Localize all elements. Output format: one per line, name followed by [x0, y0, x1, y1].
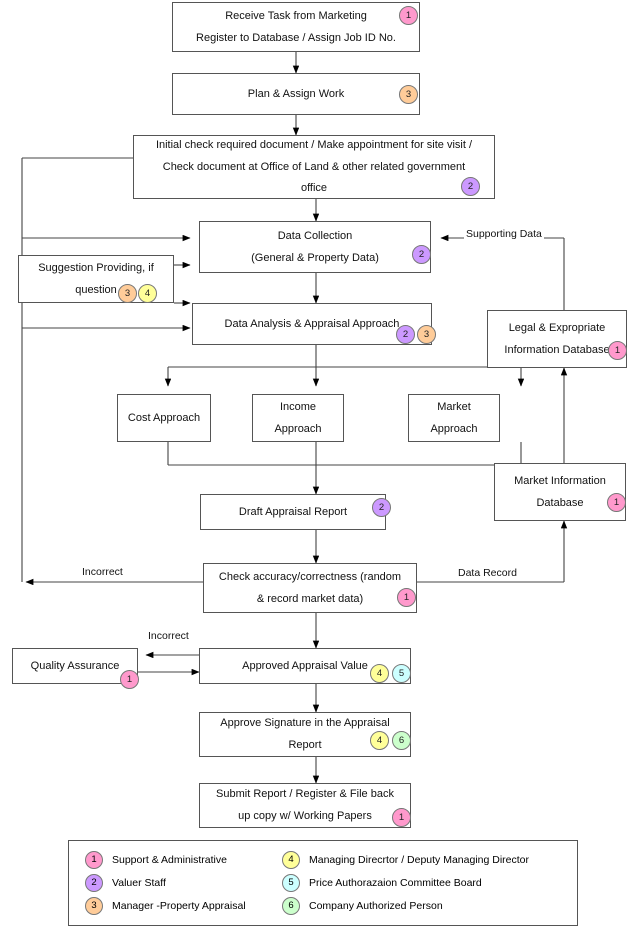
- node-line: Market: [437, 400, 471, 413]
- node-line: Cost Approach: [127, 411, 201, 424]
- edge-label-incorrect-check: Incorrect: [80, 566, 125, 578]
- badge-4: 4: [370, 731, 389, 750]
- node-quality-assurance[interactable]: Quality Assurance: [12, 648, 138, 684]
- node-line: Check document at Office of Land & other…: [162, 160, 466, 173]
- legend-badge-4: 4: [282, 851, 300, 869]
- node-draft-appraisal-report[interactable]: Draft Appraisal Report: [200, 494, 386, 530]
- edge-label-incorrect-qa: Incorrect: [146, 630, 191, 642]
- node-line: (General & Property Data): [251, 251, 379, 264]
- node-line: Data Collection: [277, 229, 353, 242]
- node-line: Approve Signature in the Appraisal: [220, 717, 390, 730]
- badge-3: 3: [399, 85, 418, 104]
- badge-2: 2: [461, 177, 480, 196]
- node-line: Check accuracy/correctness (random: [218, 570, 402, 583]
- node-line: Income: [279, 400, 317, 413]
- badge-2: 2: [396, 325, 415, 344]
- node-line: Report: [288, 739, 322, 751]
- node-data-analysis[interactable]: Data Analysis & Appraisal Approach: [192, 303, 432, 345]
- badge-4: 4: [370, 664, 389, 683]
- node-line: Suggestion Providing, if: [38, 261, 154, 274]
- node-line: Register to Database / Assign Job ID No.: [196, 31, 396, 44]
- legend-label: Valuer Staff: [112, 877, 166, 889]
- legend-item-5: 5 Price Authorazaion Committee Board: [282, 874, 482, 892]
- node-line: Legal & Expropriate: [508, 321, 606, 334]
- node-line: Database: [536, 496, 584, 509]
- node-market-approach[interactable]: Market Approach: [408, 394, 500, 442]
- node-line: Approved Appraisal Value: [242, 659, 368, 672]
- node-check-accuracy[interactable]: Check accuracy/correctness (random & rec…: [203, 563, 417, 613]
- legend-badge-6: 6: [282, 897, 300, 915]
- badge-2: 2: [372, 498, 391, 517]
- edge-label-supporting-data: Supporting Data: [464, 228, 544, 240]
- legend-item-2: 2 Valuer Staff: [85, 874, 166, 892]
- badge-1: 1: [399, 6, 418, 25]
- node-line: Approach: [274, 422, 322, 435]
- node-line: Submit Report / Register & File back: [216, 788, 394, 801]
- node-submit-report[interactable]: Submit Report / Register & File back up …: [199, 783, 411, 828]
- node-line: Information Database: [504, 343, 610, 356]
- node-receive-task[interactable]: Receive Task from Marketing Register to …: [172, 2, 420, 52]
- node-market-database[interactable]: Market Information Database: [494, 463, 626, 521]
- badge-3: 3: [417, 325, 436, 344]
- badge-1: 1: [392, 808, 411, 827]
- node-line: Draft Appraisal Report: [238, 505, 348, 518]
- legend-box: 1 Support & Administrative 2 Valuer Staf…: [68, 840, 578, 926]
- legend-item-6: 6 Company Authorized Person: [282, 897, 443, 915]
- node-line: Market Information: [514, 474, 606, 487]
- legend-badge-3: 3: [85, 897, 103, 915]
- node-line: Receive Task from Marketing: [225, 9, 367, 22]
- legend-item-4: 4 Managing Direcrtor / Deputy Managing D…: [282, 851, 529, 869]
- badge-5: 5: [392, 664, 411, 683]
- node-line: & record market data): [256, 592, 364, 605]
- edge-label-data-record: Data Record: [456, 567, 519, 579]
- node-income-approach[interactable]: Income Approach: [252, 394, 344, 442]
- badge-3: 3: [118, 284, 137, 303]
- badge-1: 1: [608, 341, 627, 360]
- legend-item-3: 3 Manager -Property Appraisal: [85, 897, 246, 915]
- node-line: up copy w/ Working Papers: [238, 810, 372, 822]
- legend-label: Support & Administrative: [112, 854, 227, 866]
- badge-4: 4: [138, 284, 157, 303]
- badge-1: 1: [397, 588, 416, 607]
- legend-label: Managing Direcrtor / Deputy Managing Dir…: [309, 854, 530, 866]
- badge-1: 1: [120, 670, 139, 689]
- legend-badge-1: 1: [85, 851, 103, 869]
- legend-badge-5: 5: [282, 874, 300, 892]
- node-line: Approach: [430, 422, 478, 435]
- legend-label: Manager -Property Appraisal: [112, 900, 246, 912]
- node-cost-approach[interactable]: Cost Approach: [117, 394, 211, 442]
- legend-item-1: 1 Support & Administrative: [85, 851, 227, 869]
- node-line: Quality Assurance: [30, 659, 120, 672]
- node-line: question: [75, 283, 117, 296]
- legend-label: Price Authorazaion Committee Board: [309, 877, 482, 889]
- node-legal-database[interactable]: Legal & Expropriate Information Database: [487, 310, 627, 368]
- badge-6: 6: [392, 731, 411, 750]
- node-line: Initial check required document / Make a…: [155, 138, 473, 151]
- legend-badge-2: 2: [85, 874, 103, 892]
- node-line: Data Analysis & Appraisal Approach: [224, 317, 400, 330]
- node-plan-assign[interactable]: Plan & Assign Work: [172, 73, 420, 115]
- node-data-collection[interactable]: Data Collection (General & Property Data…: [199, 221, 431, 273]
- node-initial-check[interactable]: Initial check required document / Make a…: [133, 135, 495, 199]
- legend-label: Company Authorized Person: [309, 900, 443, 912]
- badge-1: 1: [607, 493, 626, 512]
- node-line: Plan & Assign Work: [247, 87, 345, 100]
- node-line: office: [300, 182, 328, 195]
- badge-2: 2: [412, 245, 431, 264]
